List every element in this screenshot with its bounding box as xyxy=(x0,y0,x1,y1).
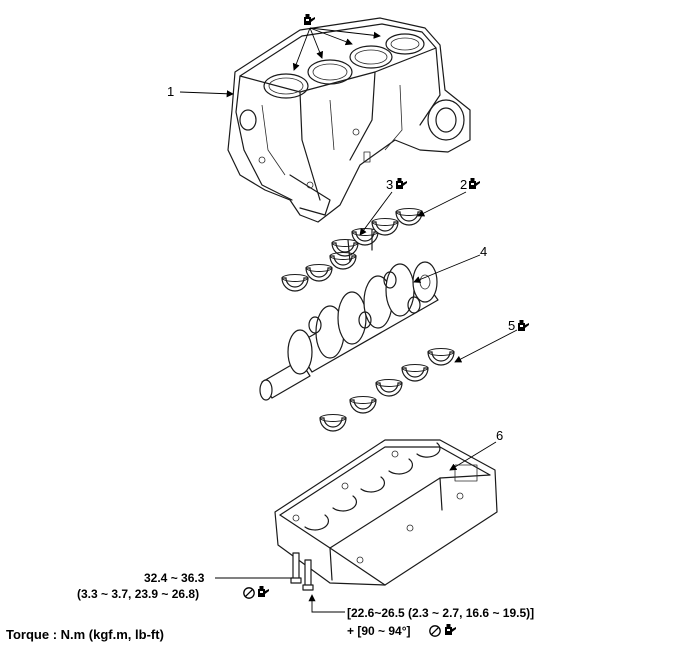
callout-5: 5 xyxy=(508,318,515,333)
ladder-frame-bolts xyxy=(290,552,314,591)
oil-can-icon xyxy=(518,320,529,331)
do-not-reuse-icon xyxy=(243,587,255,599)
bolt-a-torque: 32.4 ~ 36.3 xyxy=(144,571,205,585)
crankshaft xyxy=(259,261,439,401)
oil-can-icon xyxy=(396,178,407,189)
oil-can-icon xyxy=(469,178,480,189)
bolt-a-torque-alt: (3.3 ~ 3.7, 23.9 ~ 26.8) xyxy=(77,587,199,601)
callout-6: 6 xyxy=(496,428,503,443)
torque-units-legend: Torque : N.m (kgf.m, lb-ft) xyxy=(6,627,164,642)
oil-can-icon xyxy=(445,624,456,635)
callout-2: 2 xyxy=(460,177,467,192)
upper-main-bearings xyxy=(331,207,423,263)
do-not-reuse-icon xyxy=(429,625,441,637)
oil-can-icon xyxy=(258,586,269,597)
callout-4: 4 xyxy=(480,244,487,259)
lower-main-bearings-left xyxy=(281,251,357,292)
oil-can-icon xyxy=(304,14,315,25)
cylinder-block xyxy=(227,17,471,223)
callout-3: 3 xyxy=(386,177,393,192)
lower-main-bearings xyxy=(319,347,455,432)
bolt-b-angle: + [90 ~ 94°] xyxy=(347,624,411,638)
leader-lines xyxy=(179,27,518,613)
bolt-b-torque: [22.6~26.5 (2.3 ~ 2.7, 16.6 ~ 19.5)] xyxy=(347,606,534,620)
callout-1: 1 xyxy=(167,84,174,99)
